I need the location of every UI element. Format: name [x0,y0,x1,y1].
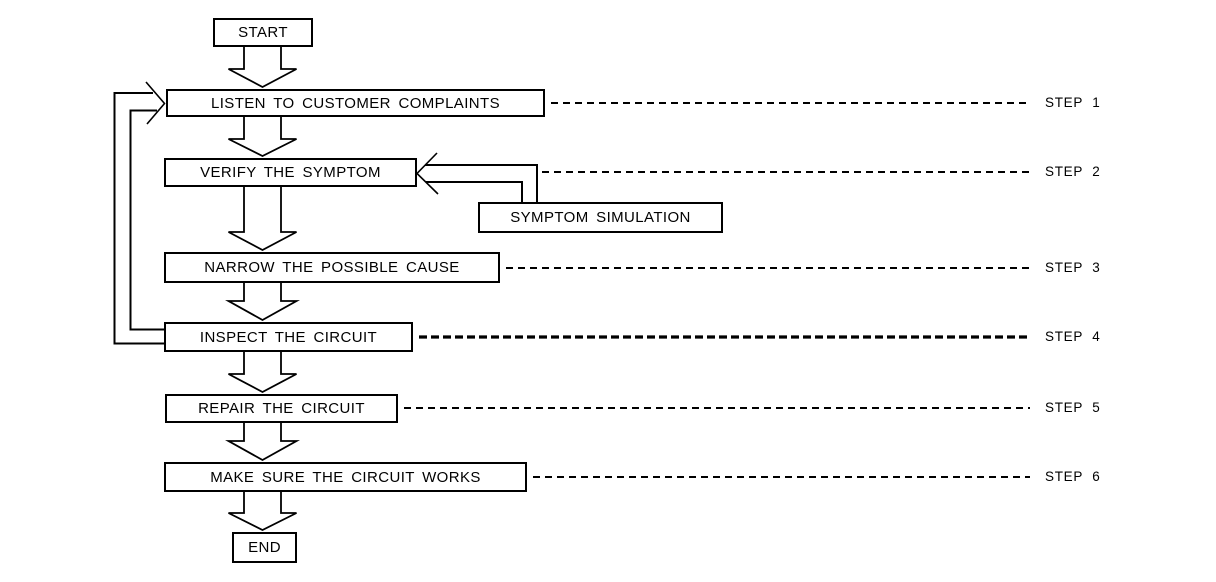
node-symptom-simulation: SYMPTOM SIMULATION [478,202,723,233]
node-verify-symptom-label: VERIFY THE SYMPTOM [200,164,381,181]
down-arrow-make-sure-to-end [228,492,297,532]
node-end-label: END [248,539,281,556]
step-5-label: STEP 5 [1045,400,1101,415]
node-make-sure-works: MAKE SURE THE CIRCUIT WORKS [164,462,527,492]
step-6-label: STEP 6 [1045,469,1101,484]
node-repair-circuit-label: REPAIR THE CIRCUIT [198,400,365,417]
feedback-arrow-inspect-to-listen-inner-edge [129,109,165,331]
step-4-label: STEP 4 [1045,329,1101,344]
down-arrow-repair-to-make-sure [225,423,300,462]
down-arrow-verify-to-narrow [228,187,297,252]
down-arrow-inspect-to-repair [228,352,297,394]
symptom-simulation-arrow-outer-edge [425,164,538,203]
node-make-sure-works-label: MAKE SURE THE CIRCUIT WORKS [210,468,481,486]
feedback-arrow-inspect-to-listen-outer-edge [113,92,165,345]
feedback-arrow-inspect-to-listen-head [145,81,166,125]
step-1-label: STEP 1 [1045,95,1101,110]
node-narrow-cause-label: NARROW THE POSSIBLE CAUSE [204,259,460,276]
step-3-label: STEP 3 [1045,260,1101,275]
node-narrow-cause: NARROW THE POSSIBLE CAUSE [164,252,500,283]
step-2-label: STEP 2 [1045,164,1101,179]
node-verify-symptom: VERIFY THE SYMPTOM [164,158,417,187]
node-inspect-circuit-label: INSPECT THE CIRCUIT [199,328,378,346]
node-inspect-circuit: INSPECT THE CIRCUIT [164,322,413,352]
node-listen-complaints-label: LISTEN TO CUSTOMER COMPLAINTS [211,94,500,112]
symptom-simulation-arrow-inner-edge [426,181,523,203]
node-repair-circuit: REPAIR THE CIRCUIT [165,394,398,423]
node-start-label: START [238,24,288,41]
node-start: START [213,18,313,47]
node-symptom-simulation-label: SYMPTOM SIMULATION [510,209,691,226]
node-listen-complaints: LISTEN TO CUSTOMER COMPLAINTS [166,89,545,117]
down-arrow-narrow-to-inspect [225,283,300,322]
node-end: END [232,532,297,563]
symptom-simulation-arrow-head [415,152,439,195]
down-arrow-start-to-listen [228,47,297,89]
down-arrow-listen-to-verify [228,117,297,158]
